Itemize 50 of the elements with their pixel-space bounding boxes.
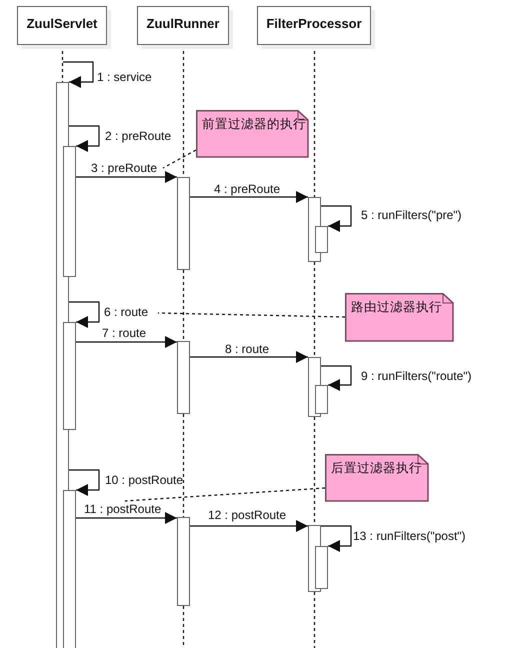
note: [345, 293, 454, 342]
activation-bar: [177, 341, 190, 414]
message-label: 13 : runFilters("post"): [353, 529, 466, 543]
message-arrow: [69, 469, 100, 496]
message-label: 5 : runFilters("pre"): [361, 208, 462, 222]
message-label: 10 : postRoute: [105, 473, 184, 487]
lifeline: [182, 606, 184, 648]
leader-line: [158, 312, 346, 318]
message-label: 8 : route: [225, 342, 270, 356]
lifeline: [182, 270, 184, 341]
message-arrow: [321, 205, 352, 232]
message-label: 9 : runFilters("route"): [361, 369, 472, 383]
message-arrow: [76, 171, 177, 183]
message-arrow: [190, 351, 308, 363]
lifeline: [314, 417, 316, 525]
note-text: 路由过滤器执行: [351, 299, 442, 316]
activation-bar: [315, 226, 328, 253]
message-label: 1 : service: [97, 70, 152, 84]
note: [325, 454, 429, 502]
note: [196, 110, 309, 158]
activation-bar: [63, 322, 76, 430]
message-arrow: [69, 125, 100, 152]
activation-bar: [63, 146, 76, 277]
leader-line: [124, 487, 326, 502]
message-label: 3 : preRoute: [91, 161, 158, 175]
activation-bar: [315, 546, 328, 589]
message-arrow: [69, 301, 100, 328]
activation-bar: [315, 385, 328, 414]
message-arrow: [63, 61, 94, 88]
lifeline: [182, 414, 184, 517]
message-label: 11 : postRoute: [84, 502, 162, 516]
lifeline: [314, 592, 316, 648]
message-arrow: [321, 365, 352, 391]
message-arrow: [76, 512, 177, 524]
note-text: 前置过滤器的执行: [202, 116, 306, 133]
activation-bar: [177, 177, 190, 270]
message-label: 6 : route: [104, 305, 148, 319]
message-label: 2 : preRoute: [105, 129, 172, 143]
message-label: 4 : preRoute: [214, 182, 280, 196]
message-label: 7 : route: [102, 326, 146, 340]
activation-bar: [63, 490, 76, 648]
leader-line: [162, 149, 196, 169]
message-arrow: [76, 336, 177, 348]
message-arrow: [190, 191, 308, 203]
note-text: 后置过滤器执行: [331, 460, 422, 477]
message-arrow: [321, 525, 352, 552]
message-label: 12 : postRoute: [208, 508, 286, 522]
lifeline: [314, 262, 316, 357]
activation-bar: [177, 517, 190, 606]
message-arrow: [190, 520, 308, 532]
